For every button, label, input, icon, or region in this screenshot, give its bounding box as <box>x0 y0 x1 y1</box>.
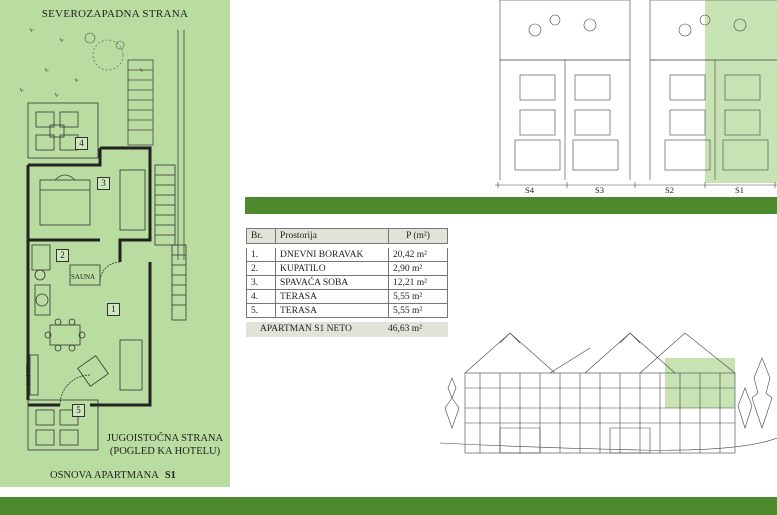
room-number-5: 5 <box>72 404 85 417</box>
plan-caption: OSNOVA APARTMANA S1 <box>50 470 176 481</box>
row-no: 5. <box>246 303 276 318</box>
sauna-label: SAUNA <box>71 273 96 281</box>
row-room: TERASA <box>275 303 389 318</box>
row-room: DNEVNI BORAVAK <box>275 248 389 262</box>
table-header-room: Prostorija <box>275 228 389 244</box>
row-no: 3. <box>246 275 276 290</box>
row-room: KUPATILO <box>275 261 389 276</box>
units-site-plan: S4 S3 S2 S1 <box>495 0 777 195</box>
room-number-4: 4 <box>75 137 88 150</box>
table-total-label: APARTMAN S1 NETO <box>260 324 352 334</box>
row-area: 5,55 m² <box>388 289 448 304</box>
table-header-area: P (m²) <box>388 228 448 244</box>
area-table: Br. Prostorija P (m²) 1. DNEVNI BORAVAK … <box>246 228 448 318</box>
table-row: 1. DNEVNI BORAVAK 20,42 m² <box>246 248 448 262</box>
area-table-wrapper: Br. Prostorija P (m²) 1. DNEVNI BORAVAK … <box>246 228 448 337</box>
row-no: 4. <box>246 289 276 304</box>
plan-bottom-label-line2: (POGLED KA HOTELU) <box>109 446 221 457</box>
table-total-value: 46,63 m² <box>388 324 422 334</box>
row-no: 2. <box>246 261 276 276</box>
plan-caption-prefix: OSNOVA APARTMANA <box>50 470 159 481</box>
unit-label-s2: S2 <box>665 185 674 195</box>
elevation-svg <box>440 332 777 454</box>
plan-bottom-label: JUGOISTOČNA STRANA (POGLED KA HOTELU) <box>100 432 230 458</box>
plan-top-label: SEVEROZAPADNA STRANA <box>41 8 189 20</box>
table-row: 3. SPAVAĆA SOBA 12,21 m² <box>246 275 448 290</box>
table-total-row: APARTMAN S1 NETO 46,63 m² <box>246 322 448 337</box>
footer-bar <box>0 497 777 515</box>
s1-highlight <box>705 0 777 183</box>
floor-plan-panel: SEVEROZAPADNA STRANA 4 3 2 SAUNA 1 KAMIN… <box>0 0 230 487</box>
room-number-2: 2 <box>56 249 69 262</box>
room-number-1: 1 <box>107 303 120 316</box>
unit-label-s1: S1 <box>735 185 744 195</box>
room-number-3: 3 <box>97 177 110 190</box>
table-row: 4. TERASA 5,55 m² <box>246 289 448 304</box>
unit-label-s4: S4 <box>525 185 534 195</box>
kamin-label: KAMIN <box>26 364 32 385</box>
section-divider-bar <box>245 197 777 214</box>
elevation-drawing <box>440 318 777 463</box>
plan-bottom-label-line1: JUGOISTOČNA STRANA <box>106 433 224 444</box>
row-room: SPAVAĆA SOBA <box>275 275 389 290</box>
table-header-no: Br. <box>246 228 276 244</box>
row-no: 1. <box>246 248 276 262</box>
units-site-plan-drawing <box>495 0 777 188</box>
row-room: TERASA <box>275 289 389 304</box>
row-area: 12,21 m² <box>388 275 448 290</box>
table-row: 5. TERASA 5,55 m² <box>246 303 448 318</box>
table-row: 2. KUPATILO 2,90 m² <box>246 261 448 276</box>
row-area: 20,42 m² <box>388 248 448 262</box>
plan-caption-unit: S1 <box>164 470 176 481</box>
unit-label-s3: S3 <box>595 185 604 195</box>
row-area: 2,90 m² <box>388 261 448 276</box>
floor-plan-drawing <box>19 27 187 451</box>
row-area: 5,55 m² <box>388 303 448 318</box>
